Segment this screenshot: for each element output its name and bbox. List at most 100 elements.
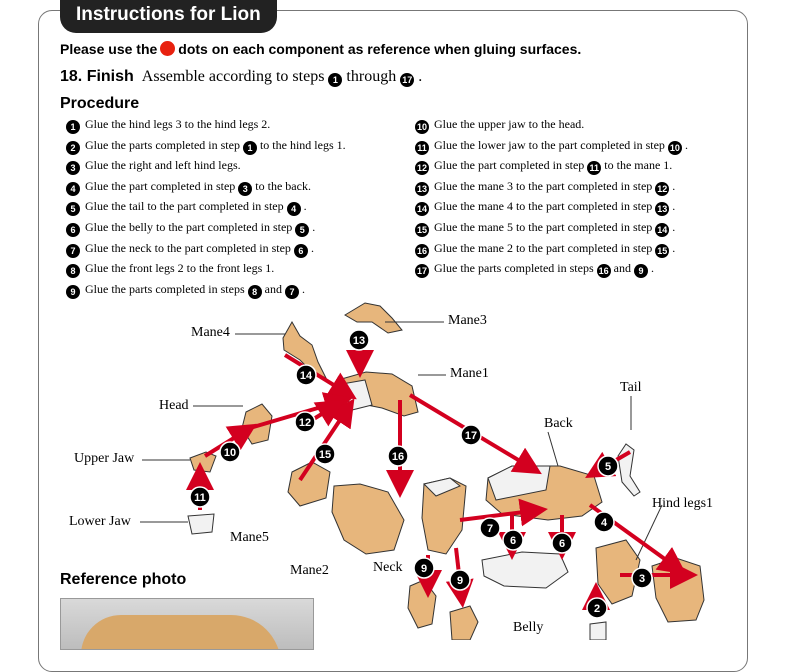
diagram-parts bbox=[188, 303, 704, 640]
step-text-after: . bbox=[672, 199, 675, 213]
step-text-after: . bbox=[311, 241, 314, 255]
step-number-icon: 16 bbox=[415, 244, 429, 258]
step-ref-icon: 1 bbox=[328, 73, 342, 87]
step-text: Glue the mane 2 to the part completed in… bbox=[434, 241, 652, 255]
lion-model-photo bbox=[81, 615, 281, 650]
step-number-icon: 8 bbox=[66, 264, 80, 278]
step-number-icon: 3 bbox=[66, 161, 80, 175]
procedure-step: 3 Glue the right and left hind legs. bbox=[66, 155, 346, 176]
procedure-step: 17 Glue the parts completed in steps 16 a… bbox=[415, 258, 688, 279]
step-text: Glue the parts completed in steps bbox=[434, 261, 594, 275]
label-upper-jaw: Upper Jaw bbox=[74, 451, 134, 467]
step-text: Glue the tail to the part completed in s… bbox=[85, 199, 284, 213]
step-text: Glue the belly to the part completed in … bbox=[85, 220, 292, 234]
step-text-after: to the mane 1. bbox=[604, 158, 672, 172]
procedure-step: 13Glue the mane 3 to the part completed … bbox=[415, 176, 688, 197]
finish-text: Assemble according to steps 1 through 17… bbox=[142, 68, 422, 85]
procedure-step: 10 Glue the upper jaw to the head. bbox=[415, 114, 688, 135]
step-number-icon: 7 bbox=[66, 244, 80, 258]
step-ref-icon: 1 bbox=[243, 141, 257, 155]
step-ref-icon: 6 bbox=[294, 244, 308, 258]
finish-number: 18. Finish bbox=[60, 68, 134, 85]
step-ref-icon: 14 bbox=[655, 223, 669, 237]
label-mane5: Mane5 bbox=[230, 530, 269, 546]
label-mane3: Mane3 bbox=[448, 313, 487, 329]
step-ref-icon: 4 bbox=[287, 202, 301, 216]
step-text-after: . bbox=[672, 179, 675, 193]
step-ref-icon: 10 bbox=[668, 141, 682, 155]
step-text-mid: and bbox=[614, 261, 631, 275]
step-marker: 15 bbox=[315, 444, 335, 464]
step-marker-number: 13 bbox=[353, 335, 365, 347]
step-number-icon: 6 bbox=[66, 223, 80, 237]
step-text: Glue the parts completed in step bbox=[85, 138, 240, 152]
step-number-icon: 11 bbox=[415, 141, 429, 155]
step-marker: 3 bbox=[632, 568, 652, 588]
step-text-after: to the hind legs 1. bbox=[260, 138, 346, 152]
step-marker-number: 17 bbox=[465, 430, 477, 442]
step-text: Glue the lower jaw to the part completed… bbox=[434, 138, 665, 152]
step-marker-number: 2 bbox=[594, 603, 600, 615]
mane3-part bbox=[345, 303, 402, 333]
step-marker: 2 bbox=[587, 598, 607, 618]
front-legs-part-a bbox=[408, 580, 436, 628]
red-dot-icon bbox=[160, 41, 175, 56]
procedure-heading: Procedure bbox=[60, 95, 139, 113]
step-marker-number: 3 bbox=[639, 573, 645, 585]
step-ref-icon: 16 bbox=[597, 264, 611, 278]
reference-photo bbox=[60, 598, 314, 650]
step-marker: 10 bbox=[220, 442, 240, 462]
step-text-after: . bbox=[685, 138, 688, 152]
step-text: Glue the right and left hind legs. bbox=[85, 158, 241, 172]
step-ref-icon: 15 bbox=[655, 244, 669, 258]
step-marker: 5 bbox=[598, 456, 618, 476]
reference-note-after: dots on each component as reference when… bbox=[178, 41, 581, 57]
front-legs-part-b bbox=[450, 606, 478, 640]
step-text-after: to the back. bbox=[255, 179, 311, 193]
label-mane1: Mane1 bbox=[450, 366, 489, 382]
step-ref-icon: 17 bbox=[400, 73, 414, 87]
step-marker-number: 16 bbox=[392, 451, 404, 463]
step-marker: 6 bbox=[552, 533, 572, 553]
step-marker-number: 6 bbox=[510, 535, 516, 547]
reference-photo-heading: Reference photo bbox=[60, 571, 186, 589]
step-text: Glue the part completed in step bbox=[85, 179, 235, 193]
step-number-icon: 17 bbox=[415, 264, 429, 278]
page-title: Instructions for Lion bbox=[60, 0, 277, 33]
step-number-icon: 5 bbox=[66, 202, 80, 216]
step-text-after: . bbox=[312, 220, 315, 234]
step-marker-number: 9 bbox=[421, 563, 427, 575]
procedure-step: 16 Glue the mane 2 to the part completed … bbox=[415, 238, 688, 259]
step-marker-number: 10 bbox=[224, 447, 236, 459]
step-marker: 4 bbox=[594, 512, 614, 532]
step-number-icon: 10 bbox=[415, 120, 429, 134]
finish-line: 18. Finish Assemble according to steps 1 … bbox=[60, 68, 422, 87]
label-head: Head bbox=[159, 398, 189, 414]
finish-text-mid: through bbox=[346, 68, 396, 85]
step-text: Glue the part completed in step bbox=[434, 158, 584, 172]
belly-part bbox=[482, 552, 568, 588]
reference-note-before: Please use the bbox=[60, 41, 157, 57]
step-marker: 16 bbox=[388, 446, 408, 466]
procedure-step: 5 Glue the tail to the part completed in … bbox=[66, 196, 346, 217]
step-text-after: . bbox=[651, 261, 654, 275]
step-marker: 17 bbox=[461, 425, 481, 445]
label-neck: Neck bbox=[373, 560, 403, 576]
step-number-icon: 15 bbox=[415, 223, 429, 237]
step-text: Glue the upper jaw to the head. bbox=[434, 117, 584, 131]
label-leader-line bbox=[548, 432, 558, 466]
step-marker: 13 bbox=[349, 330, 369, 350]
step-number-icon: 1 bbox=[66, 120, 80, 134]
step-ref-icon: 13 bbox=[655, 202, 669, 216]
step-marker: 9 bbox=[414, 558, 434, 578]
step-ref-icon: 3 bbox=[238, 182, 252, 196]
label-mane4: Mane4 bbox=[191, 325, 230, 341]
step-text-after: . bbox=[304, 199, 307, 213]
